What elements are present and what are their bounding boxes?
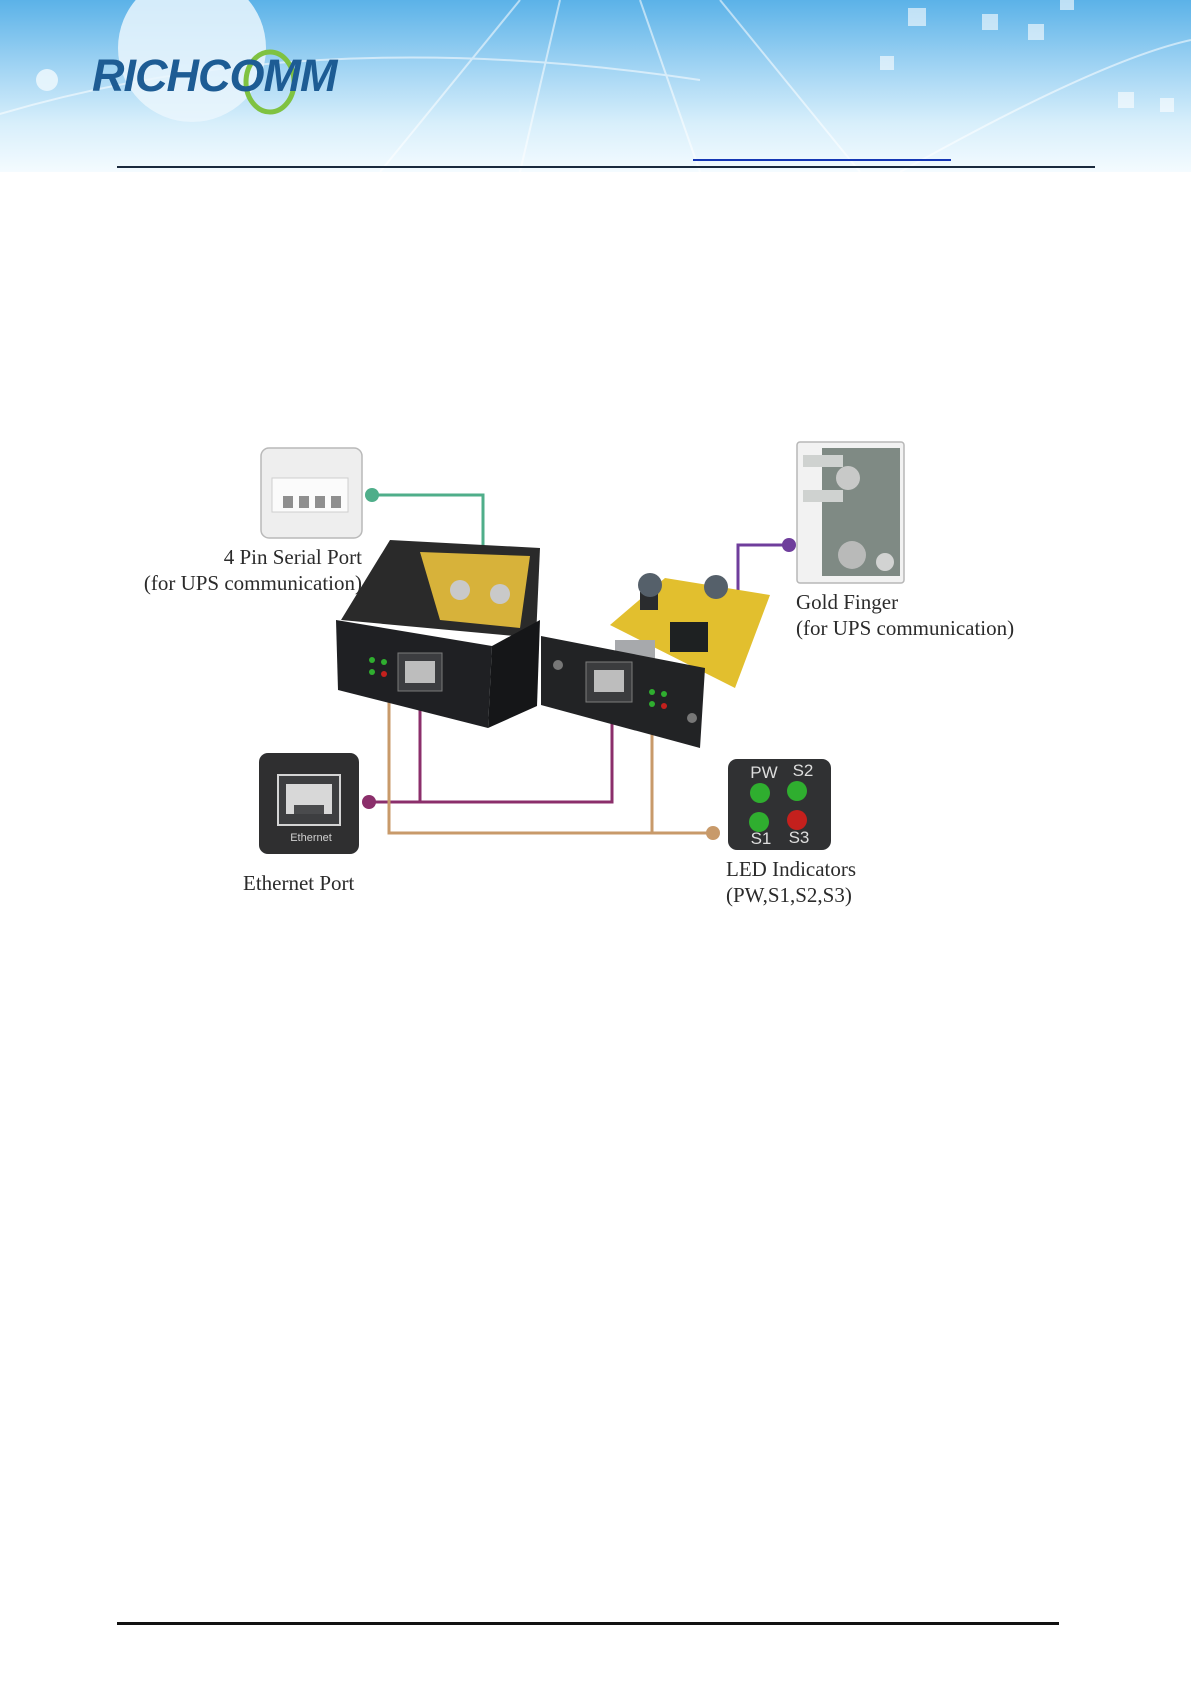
serial-port-subtitle: (for UPS communication) — [144, 570, 362, 596]
gold-finger-label: Gold Finger (for UPS communication) — [796, 589, 1014, 641]
gold-finger-connector-line — [738, 545, 789, 597]
serial-port-title: 4 Pin Serial Port — [144, 544, 362, 570]
led-label-s2: S2 — [793, 761, 814, 780]
ethernet-port-photo: Ethernet — [259, 753, 359, 854]
led-connector-dot — [706, 826, 720, 840]
led-indicators-photo: PW S2 S1 S3 — [728, 759, 831, 850]
serial-port-photo — [261, 448, 362, 538]
ethernet-jack-label: Ethernet — [290, 832, 332, 844]
enclosed-snmp-card-photo — [336, 540, 540, 728]
ethernet-connector-dot — [362, 795, 376, 809]
serial-connector-dot — [365, 488, 379, 502]
led-label-s1: S1 — [751, 829, 772, 848]
gold-finger-photo — [797, 442, 904, 583]
led-label-s3: S3 — [789, 828, 810, 847]
gold-finger-connector-dot — [782, 538, 796, 552]
footer-divider — [117, 1622, 1059, 1625]
led-indicators-subtitle: (PW,S1,S2,S3) — [726, 882, 856, 908]
led-indicators-title: LED Indicators — [726, 856, 856, 882]
ethernet-port-label: Ethernet Port — [243, 870, 354, 896]
led-label-pw: PW — [750, 763, 777, 782]
led-s2 — [787, 781, 807, 801]
open-snmp-card-photo — [541, 573, 770, 748]
led-s3 — [787, 810, 807, 830]
led-pw — [750, 783, 770, 803]
gold-finger-subtitle: (for UPS communication) — [796, 615, 1014, 641]
ethernet-port-title: Ethernet Port — [243, 870, 354, 896]
serial-port-label: 4 Pin Serial Port (for UPS communication… — [144, 544, 362, 596]
gold-finger-title: Gold Finger — [796, 589, 1014, 615]
led-indicators-label: LED Indicators (PW,S1,S2,S3) — [726, 856, 856, 908]
